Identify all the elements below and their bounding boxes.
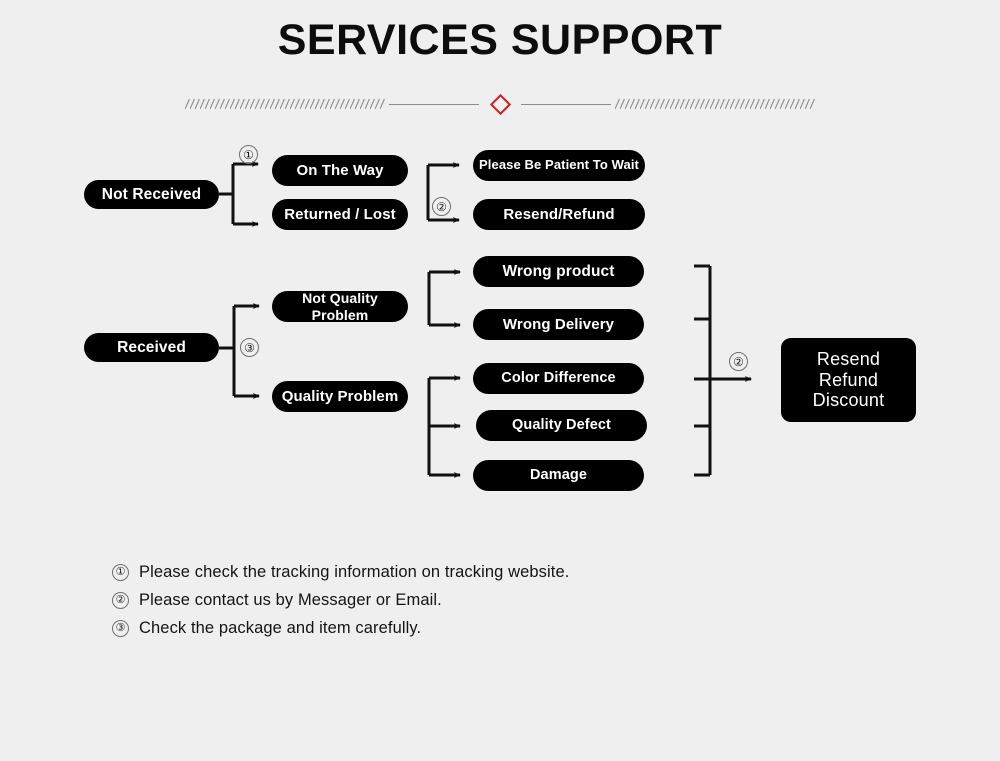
footnote-text-2: Please contact us by Messager or Email. (139, 590, 442, 609)
node-received[interactable]: Received (84, 333, 219, 362)
hatch-pattern-right (615, 97, 815, 111)
page-title: SERVICES SUPPORT (277, 16, 723, 64)
footnote-text-3: Check the package and item carefully. (139, 618, 422, 637)
title-divider (185, 92, 815, 116)
marker-branch-received: ③ (240, 338, 259, 357)
divider-rule-left (389, 103, 479, 105)
hatch-pattern-left (185, 97, 385, 111)
marker-branch-not-received-outcomes: ② (432, 197, 451, 216)
divider-rule-right (521, 103, 611, 105)
terminal-line-1: Resend (816, 348, 881, 369)
footnote-text-1: Please check the tracking information on… (139, 562, 570, 581)
footnote-marker-3: ③ (112, 619, 129, 637)
node-color-difference[interactable]: Color Difference (473, 363, 644, 394)
footnote-marker-1: ① (112, 563, 129, 581)
terminal-line-3: Discount (812, 390, 885, 411)
node-damage[interactable]: Damage (473, 460, 644, 491)
node-quality-problem[interactable]: Quality Problem (272, 381, 408, 412)
marker-merge: ② (729, 352, 748, 371)
node-not-received[interactable]: Not Received (84, 180, 219, 209)
node-on-the-way[interactable]: On The Way (272, 155, 408, 186)
footnote-item: ② Please contact us by Messager or Email… (112, 588, 812, 612)
node-please-be-patient[interactable]: Please Be Patient To Wait (473, 150, 645, 181)
node-wrong-delivery[interactable]: Wrong Delivery (473, 309, 644, 340)
node-resend-refund-discount[interactable]: Resend Refund Discount (781, 338, 916, 422)
footnote-item: ① Please check the tracking information … (112, 560, 812, 584)
footnote-marker-2: ② (112, 591, 129, 609)
terminal-line-2: Refund (818, 369, 879, 390)
node-returned-lost[interactable]: Returned / Lost (272, 199, 408, 230)
diamond-ornament (483, 92, 517, 116)
node-quality-defect[interactable]: Quality Defect (476, 410, 647, 441)
marker-branch-not-received: ① (239, 145, 258, 164)
node-not-quality-problem[interactable]: Not Quality Problem (272, 290, 408, 323)
flow-diagram: Not Received ① On The Way Returned / Los… (0, 130, 1000, 510)
flow-connectors (219, 161, 752, 478)
footnotes-list: ① Please check the tracking information … (112, 560, 812, 644)
node-resend-refund[interactable]: Resend/Refund (473, 199, 645, 230)
node-wrong-product[interactable]: Wrong product (473, 256, 644, 287)
footnote-item: ③ Check the package and item carefully. (112, 616, 812, 640)
